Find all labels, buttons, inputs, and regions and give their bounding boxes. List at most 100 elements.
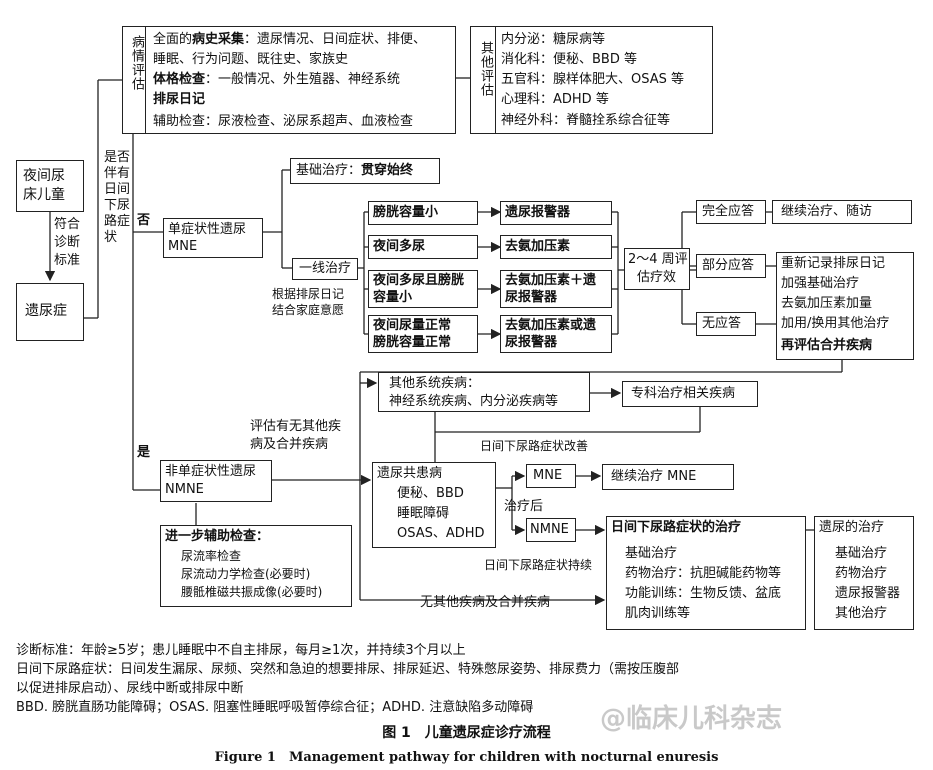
enuresis-treatment-box: 遗尿的治疗 基础治疗 药物治疗 遗尿报警器 其他治疗 <box>814 516 914 630</box>
condition-label: 夜间多尿 <box>373 239 426 254</box>
lut-treatment-item: 基础治疗 <box>625 546 678 561</box>
note-line: 日间下尿路症状：日间发生漏尿、尿频、突然和急迫的想要排尿、排尿延迟、特殊憋尿姿势… <box>16 662 680 677</box>
mne-small-box: MNE <box>526 464 576 488</box>
enuresis-treatment-item: 遗尿报警器 <box>835 586 901 601</box>
no-label: 否 <box>137 213 151 228</box>
lut-treatment-item: 药物治疗：抗胆碱能药物等 <box>625 566 782 581</box>
comorbid-box: 遗尿共患病 便秘、BBD 睡眠障碍 OSAS、ADHD <box>372 462 496 548</box>
condition-box: 夜间多尿 <box>368 235 478 259</box>
other-eval-item: 神经外科：脊髓拴系综合征等 <box>501 113 671 128</box>
other-eval-vertical-title: 其他评估 <box>478 41 493 97</box>
first-line-note-1: 根据排尿日记 <box>272 287 345 301</box>
history-vertical-title: 病情评估 <box>129 35 144 91</box>
criteria-label: 符合诊断标准 <box>54 217 81 268</box>
enuresis-treatment-item: 其他治疗 <box>835 606 888 621</box>
further-tests-title: 进一步辅助检查： <box>165 529 270 544</box>
treatment-box: 去氨加压素或遗 尿报警器 <box>500 315 612 353</box>
nmne-line1: 非单症状性遗尿 <box>165 464 257 479</box>
basic-treatment-label: 基础治疗：贯穿始终 <box>296 163 414 178</box>
eval-period-line2: 估疗效 <box>637 270 677 285</box>
continue-mne-label: 继续治疗 MNE <box>611 469 697 484</box>
eval-period-line1: 2～4 周评 <box>628 252 688 267</box>
mne-box: 单症状性遗尿 MNE <box>163 218 263 258</box>
treatment-box: 去氨加压素＋遗 尿报警器 <box>500 270 612 308</box>
partial-actions-box: 重新记录排尿日记 加强基础治疗 去氨加压素加量 加用/换用其他治疗 再评估合并疾… <box>776 252 914 360</box>
watermark: @临床儿科杂志 <box>600 704 783 734</box>
other-eval-box: 其他评估 内分泌：糖尿病等 消化科：便秘、BBD 等 五官科：腺样体肥大、OSA… <box>470 26 713 134</box>
comorbid-item: 便秘、BBD <box>397 486 464 501</box>
partial-response-box: 部分应答 <box>696 254 766 278</box>
complete-action-label: 继续治疗、随访 <box>781 204 873 219</box>
lut-treatment-item: 肌肉训练等 <box>625 606 691 621</box>
treatment-label: 去氨加压素＋遗 <box>505 273 597 288</box>
treatment-label: 尿报警器 <box>505 335 558 350</box>
caption-cn: 图 1 儿童遗尿症诊疗流程 <box>382 725 551 741</box>
nmne-box: 非单症状性遗尿 NMNE <box>160 460 272 502</box>
eval-period-box: 2～4 周评 估疗效 <box>624 248 690 290</box>
first-line-box: 一线治疗 <box>292 258 358 280</box>
mne-line1: 单症状性遗尿 <box>168 222 247 237</box>
specialist-label: 专科治疗相关疾病 <box>631 386 736 401</box>
further-test-item: 腰骶椎磁共振成像(必要时) <box>181 585 323 599</box>
assess-label-1: 评估有无其他疾 <box>250 419 342 434</box>
condition-label: 夜间多尿且膀胱 <box>373 273 465 288</box>
other-eval-item: 消化科：便秘、BBD 等 <box>501 52 637 67</box>
response-label: 部分应答 <box>702 258 755 273</box>
enuresis-treatment-title: 遗尿的治疗 <box>819 520 885 535</box>
first-line-label: 一线治疗 <box>299 261 352 276</box>
other-eval-item: 内分泌：糖尿病等 <box>501 32 606 47</box>
lut-treatment-item: 功能训练：生物反馈、盆底 <box>625 586 782 601</box>
assess-label-2: 病及合并疾病 <box>250 437 329 452</box>
mne-small-label: MNE <box>533 468 563 483</box>
treatment-label: 去氨加压素或遗 <box>505 318 597 333</box>
child-label: 夜间尿床儿童 <box>23 168 65 203</box>
history-line2: 睡眠、行为问题、既往史、家族史 <box>153 52 349 67</box>
history-line3: 体格检查：一般情况、外生殖器、神经系统 <box>153 72 401 87</box>
condition-label: 容量小 <box>373 290 413 305</box>
note-line: 诊断标准：年龄≥5岁；患儿睡眠中不自主排尿，每月≥1次，并持续3个月以上 <box>16 643 466 658</box>
nmne-small-label: NMNE <box>530 522 569 537</box>
first-line-note-2: 结合家庭意愿 <box>272 303 345 317</box>
nmne-small-box: NMNE <box>526 518 576 542</box>
other-systems-line2: 神经系统疾病、内分泌疾病等 <box>389 394 559 409</box>
note-line: BBD. 膀胱直肠功能障碍；OSAS. 阻塞性睡眠呼吸暂停综合征；ADHD. 注… <box>16 700 534 715</box>
further-test-item: 尿流动力学检查(必要时) <box>181 567 311 581</box>
condition-label: 夜间尿量正常 <box>373 318 452 333</box>
treatment-label: 去氨加压素 <box>505 239 571 254</box>
lut-treatment-title: 日间下尿路症状的治疗 <box>611 520 742 535</box>
other-eval-item: 五官科：腺样体肥大、OSAS 等 <box>501 72 685 87</box>
treatment-label: 尿报警器 <box>505 290 558 305</box>
no-response-box: 无应答 <box>696 312 756 336</box>
nmne-line2: NMNE <box>165 482 204 497</box>
enuresis-label: 遗尿症 <box>25 303 67 319</box>
after-treatment-label: 治疗后 <box>504 499 544 514</box>
partial-action-item: 去氨加压素加量 <box>781 296 873 311</box>
caption-en: Figure 1 Management pathway for children… <box>214 750 719 765</box>
other-systems-line1: 其他系统疾病： <box>389 376 481 391</box>
specialist-box: 专科治疗相关疾病 <box>622 381 758 407</box>
other-systems-box: 其他系统疾病： 神经系统疾病、内分泌疾病等 <box>378 372 590 412</box>
yes-label: 是 <box>137 445 151 460</box>
enuresis-treatment-item: 药物治疗 <box>835 566 888 581</box>
note-line: 以促进排尿启动）、尿线中断或排尿中断 <box>16 681 244 696</box>
partial-action-item: 加用/换用其他治疗 <box>781 316 890 331</box>
mne-line2: MNE <box>168 239 198 254</box>
comorbid-item: OSAS、ADHD <box>397 526 485 541</box>
no-other-label: 无其他疾病及合并疾病 <box>420 595 551 610</box>
comorbid-item: 睡眠障碍 <box>397 506 450 521</box>
condition-box: 膀胱容量小 <box>368 201 478 225</box>
response-label: 完全应答 <box>702 204 755 219</box>
other-eval-item: 心理科：ADHD 等 <box>501 92 609 107</box>
condition-box: 夜间尿量正常 膀胱容量正常 <box>368 315 478 353</box>
partial-action-item: 重新记录排尿日记 <box>781 256 886 271</box>
lut-treatment-box: 日间下尿路症状的治疗 基础治疗 药物治疗：抗胆碱能药物等 功能训练：生物反馈、盆… <box>606 516 806 630</box>
treatment-box: 遗尿报警器 <box>500 201 612 225</box>
complete-response-box: 完全应答 <box>696 200 766 224</box>
condition-label: 膀胱容量小 <box>373 205 439 220</box>
daytime-persist-label: 日间下尿路症状持续 <box>484 558 593 572</box>
daytime-question: 是否伴有日间下尿路症状 <box>104 150 131 245</box>
daytime-improve-label: 日间下尿路症状改善 <box>480 439 589 453</box>
condition-label: 膀胱容量正常 <box>373 335 452 350</box>
further-tests-box: 进一步辅助检查： 尿流率检查 尿流动力学检查(必要时) 腰骶椎磁共振成像(必要时… <box>160 525 352 607</box>
